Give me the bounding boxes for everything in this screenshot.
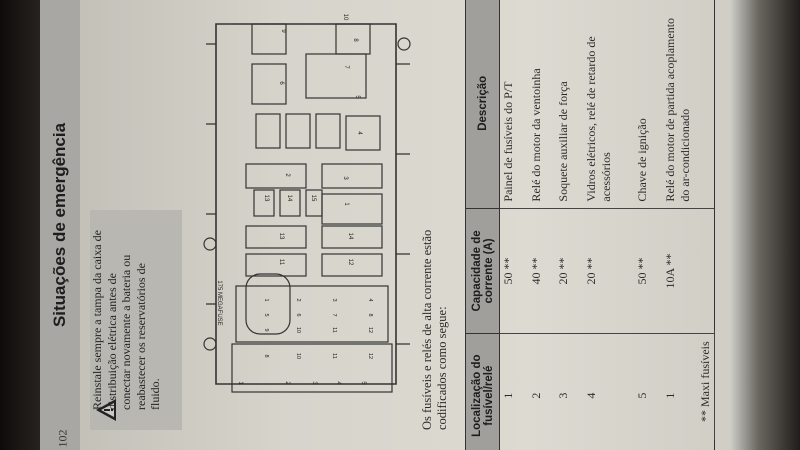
fuse-table: Localização do fusível/relé Capacidade d… [465, 0, 715, 450]
cell-location: 5 [634, 333, 662, 450]
relay-label: 8 [263, 354, 269, 358]
fuse-label: 10 [295, 326, 301, 334]
table-row: 2 40 ** Relé do motor da ventoinha [527, 0, 556, 450]
relay-label: 2 [284, 173, 290, 177]
cell-description: Soquete auxiliar de força [555, 0, 583, 209]
warning-triangle-icon [96, 399, 116, 421]
relay-label: 4 [356, 131, 362, 135]
header-description: Descrição [465, 0, 500, 209]
fuse-label: 14 [347, 232, 353, 240]
relay-label: 8 [352, 38, 358, 42]
relay-label: 1 [343, 202, 349, 206]
relay-label: 5 [360, 381, 366, 385]
fuse-box-outline [203, 23, 411, 393]
cell-description: Relé do motor de partida acoplamento do … [661, 0, 715, 209]
fuse-label: 3 [331, 298, 337, 302]
table-row: 3 20 ** Soquete auxiliar de força [555, 0, 583, 450]
header-capacity: Capacidade de corrente (A) [465, 208, 500, 334]
cell-capacity: 20 ** [555, 208, 583, 334]
section-header: Situações de emergência [40, 0, 80, 450]
cell-capacity: 10A ** [661, 208, 715, 334]
cell-location: 4 [582, 333, 635, 450]
cell-description: Vidros elétricos, relé de retardo de ace… [582, 0, 635, 209]
cell-capacity: 50 ** [634, 208, 662, 334]
relay-label: 9 [280, 29, 286, 33]
cell-location: 3 [555, 333, 583, 450]
relay-label: 4 [335, 381, 341, 385]
fuse-label: 1 [263, 298, 269, 302]
fuse-label: 14 [286, 194, 292, 202]
table-row: 4 20 ** Vidros elétricos, relé de retard… [582, 0, 635, 450]
footnote: ** Maxi fusíveis [698, 341, 712, 422]
page-number: 102 [55, 429, 70, 448]
relay-label: 12 [367, 352, 373, 360]
fuse-label: 12 [367, 326, 373, 334]
footnote-divider [714, 330, 715, 440]
relay-label: 10 [342, 13, 348, 21]
fuse-label: 11 [278, 258, 284, 266]
table-row: 1 50 ** Painel de fusíveis do P/T [499, 0, 528, 450]
relay-label: 11 [331, 353, 337, 359]
fuse-label: 7 [331, 313, 337, 317]
relay-label: 6 [278, 81, 284, 85]
fuse-label: 2 [295, 298, 301, 302]
cell-capacity: 40 ** [527, 208, 556, 334]
intro-text: Os fusíveis e relés de alta corrente est… [420, 229, 449, 430]
relay-label: 2 [284, 381, 290, 385]
relay-label: 3 [342, 176, 348, 180]
relay-label: 7 [343, 65, 349, 69]
fuse-label: 15 [310, 194, 316, 202]
background-left [0, 0, 46, 450]
relay-label: 3 [311, 381, 317, 385]
fuse-box-diagram [196, 4, 420, 412]
cell-capacity: 20 ** [582, 208, 635, 334]
cell-location: 1 [499, 333, 528, 450]
relay-label: 1 [237, 381, 243, 385]
cell-description: Chave de ignição [634, 0, 662, 209]
table-row: 5 50 ** Chave de ignição [634, 0, 662, 450]
fuse-label: 12 [347, 258, 353, 266]
background-right [730, 0, 800, 450]
fuse-label: 5 [263, 313, 269, 317]
fuse-table-rotated: Localização do fusível/relé Capacidade d… [465, 0, 715, 450]
relay-label: 5 [354, 95, 360, 99]
fuse-label: 6 [295, 313, 301, 317]
relay-label: 10 [295, 352, 301, 360]
warning-box [90, 210, 182, 430]
fuse-label: 8 [367, 313, 373, 317]
fuse-label: 13 [278, 232, 284, 240]
fuse-label: 11 [331, 327, 337, 333]
cell-capacity: 50 ** [499, 208, 528, 334]
section-title: Situações de emergência [50, 122, 69, 328]
fuse-label: 9 [263, 328, 269, 332]
fuse-table-wrap: Localização do fusível/relé Capacidade d… [465, 0, 715, 450]
fuse-label: 4 [367, 298, 373, 302]
megafuse-label: 175 MEGAFUSE [216, 280, 222, 326]
fuse-label: 13 [263, 194, 269, 202]
cell-description: Relé do motor da ventoinha [527, 0, 556, 209]
cell-location: 2 [527, 333, 556, 450]
warning-text: Reinstale sempre a tampa da caixa de dis… [90, 230, 162, 410]
header-location: Localização do fusível/relé [465, 333, 500, 450]
cell-description: Painel de fusíveis do P/T [499, 0, 528, 209]
